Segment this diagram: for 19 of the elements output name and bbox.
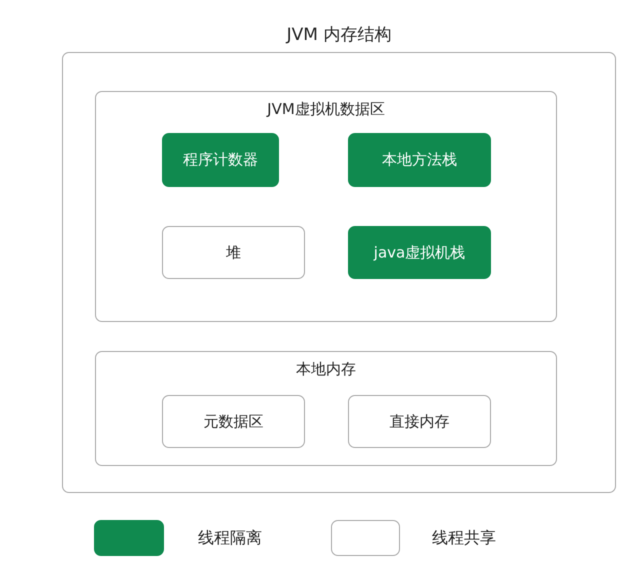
- group-label: 本地内存: [295, 360, 357, 379]
- memory-region-box: [348, 395, 491, 448]
- legend-label: 线程隔离: [198, 528, 262, 549]
- memory-region-box: [162, 133, 279, 187]
- region-label: java虚拟机栈: [372, 243, 466, 262]
- diagram-heading: JVM 内存结构: [284, 24, 392, 46]
- region-label: 堆: [225, 243, 242, 262]
- memory-region-box: [348, 133, 491, 187]
- memory-region-box: [162, 395, 305, 448]
- memory-region-box: [348, 226, 491, 279]
- region-label: 程序计数器: [182, 150, 259, 170]
- region-label: 本地方法栈: [381, 150, 458, 170]
- memory-region-box: [162, 226, 305, 279]
- group-panel: [95, 351, 557, 466]
- region-label: 元数据区: [202, 412, 264, 431]
- group-label: JVM虚拟机数据区: [265, 100, 386, 119]
- legend-label: 线程共享: [432, 528, 496, 549]
- region-label: 直接内存: [388, 412, 450, 431]
- group-panel: [95, 91, 557, 322]
